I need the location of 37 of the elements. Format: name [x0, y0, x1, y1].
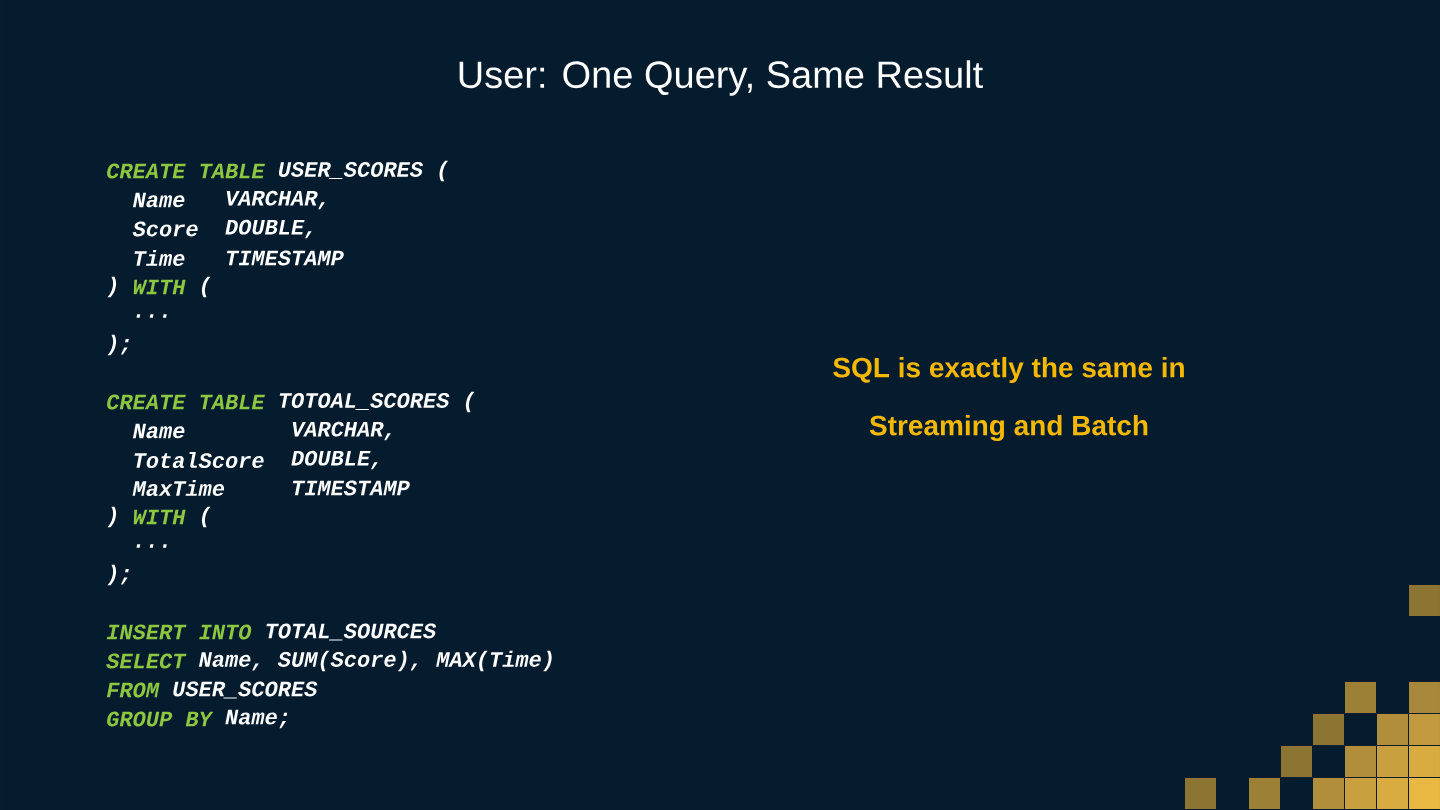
code-text: ...	[136, 544, 167, 548]
note-text: SQL is exactly the same in	[833, 356, 1184, 384]
code-text: (	[201, 276, 211, 298]
code-keyword: WITH	[133, 509, 186, 525]
code-keyword: CREATE TABLE	[107, 394, 265, 410]
code-text: Name, SUM(Score), MAX(Time)	[198, 650, 552, 672]
code-text: TOTOAL_SCORES (	[279, 391, 475, 413]
code-text: )	[107, 276, 117, 298]
code-text: Name	[132, 192, 185, 208]
code-text: MaxTime	[132, 479, 225, 497]
code-text: USER_SCORES	[173, 681, 318, 699]
code-text: );	[107, 334, 129, 356]
code-text: TIMESTAMP	[292, 480, 410, 496]
code-text: (	[201, 506, 211, 528]
code-text: USER_SCORES (	[278, 160, 449, 182]
code-text: DOUBLE,	[291, 450, 378, 470]
code-text: Name;	[225, 709, 288, 729]
code-text: VARCHAR,	[292, 421, 391, 441]
code-text: Time	[134, 249, 185, 267]
code-text: )	[107, 506, 117, 528]
code-keyword: WITH	[133, 279, 186, 295]
code-text: TIMESTAMP	[226, 250, 344, 266]
code-keyword: FROM	[106, 682, 160, 698]
code-text: DOUBLE,	[225, 219, 312, 239]
code-text: Score	[132, 221, 198, 237]
code-keyword: CREATE TABLE	[107, 163, 265, 179]
code-keyword: INSERT INTO	[106, 624, 252, 640]
code-text: VARCHAR,	[226, 190, 325, 210]
code-text: );	[107, 564, 129, 586]
code-keyword: GROUP BY	[107, 711, 214, 727]
code-keyword: SELECT	[106, 653, 187, 669]
code-text: TOTAL_SOURCES	[266, 623, 437, 641]
note-text: Streaming and Batch	[869, 414, 1148, 442]
code-text: TotalScore	[134, 451, 264, 469]
code-text: Name	[132, 423, 185, 439]
code-text: ...	[136, 314, 167, 318]
slide-title: User: One Query, Same Result	[459, 60, 983, 96]
